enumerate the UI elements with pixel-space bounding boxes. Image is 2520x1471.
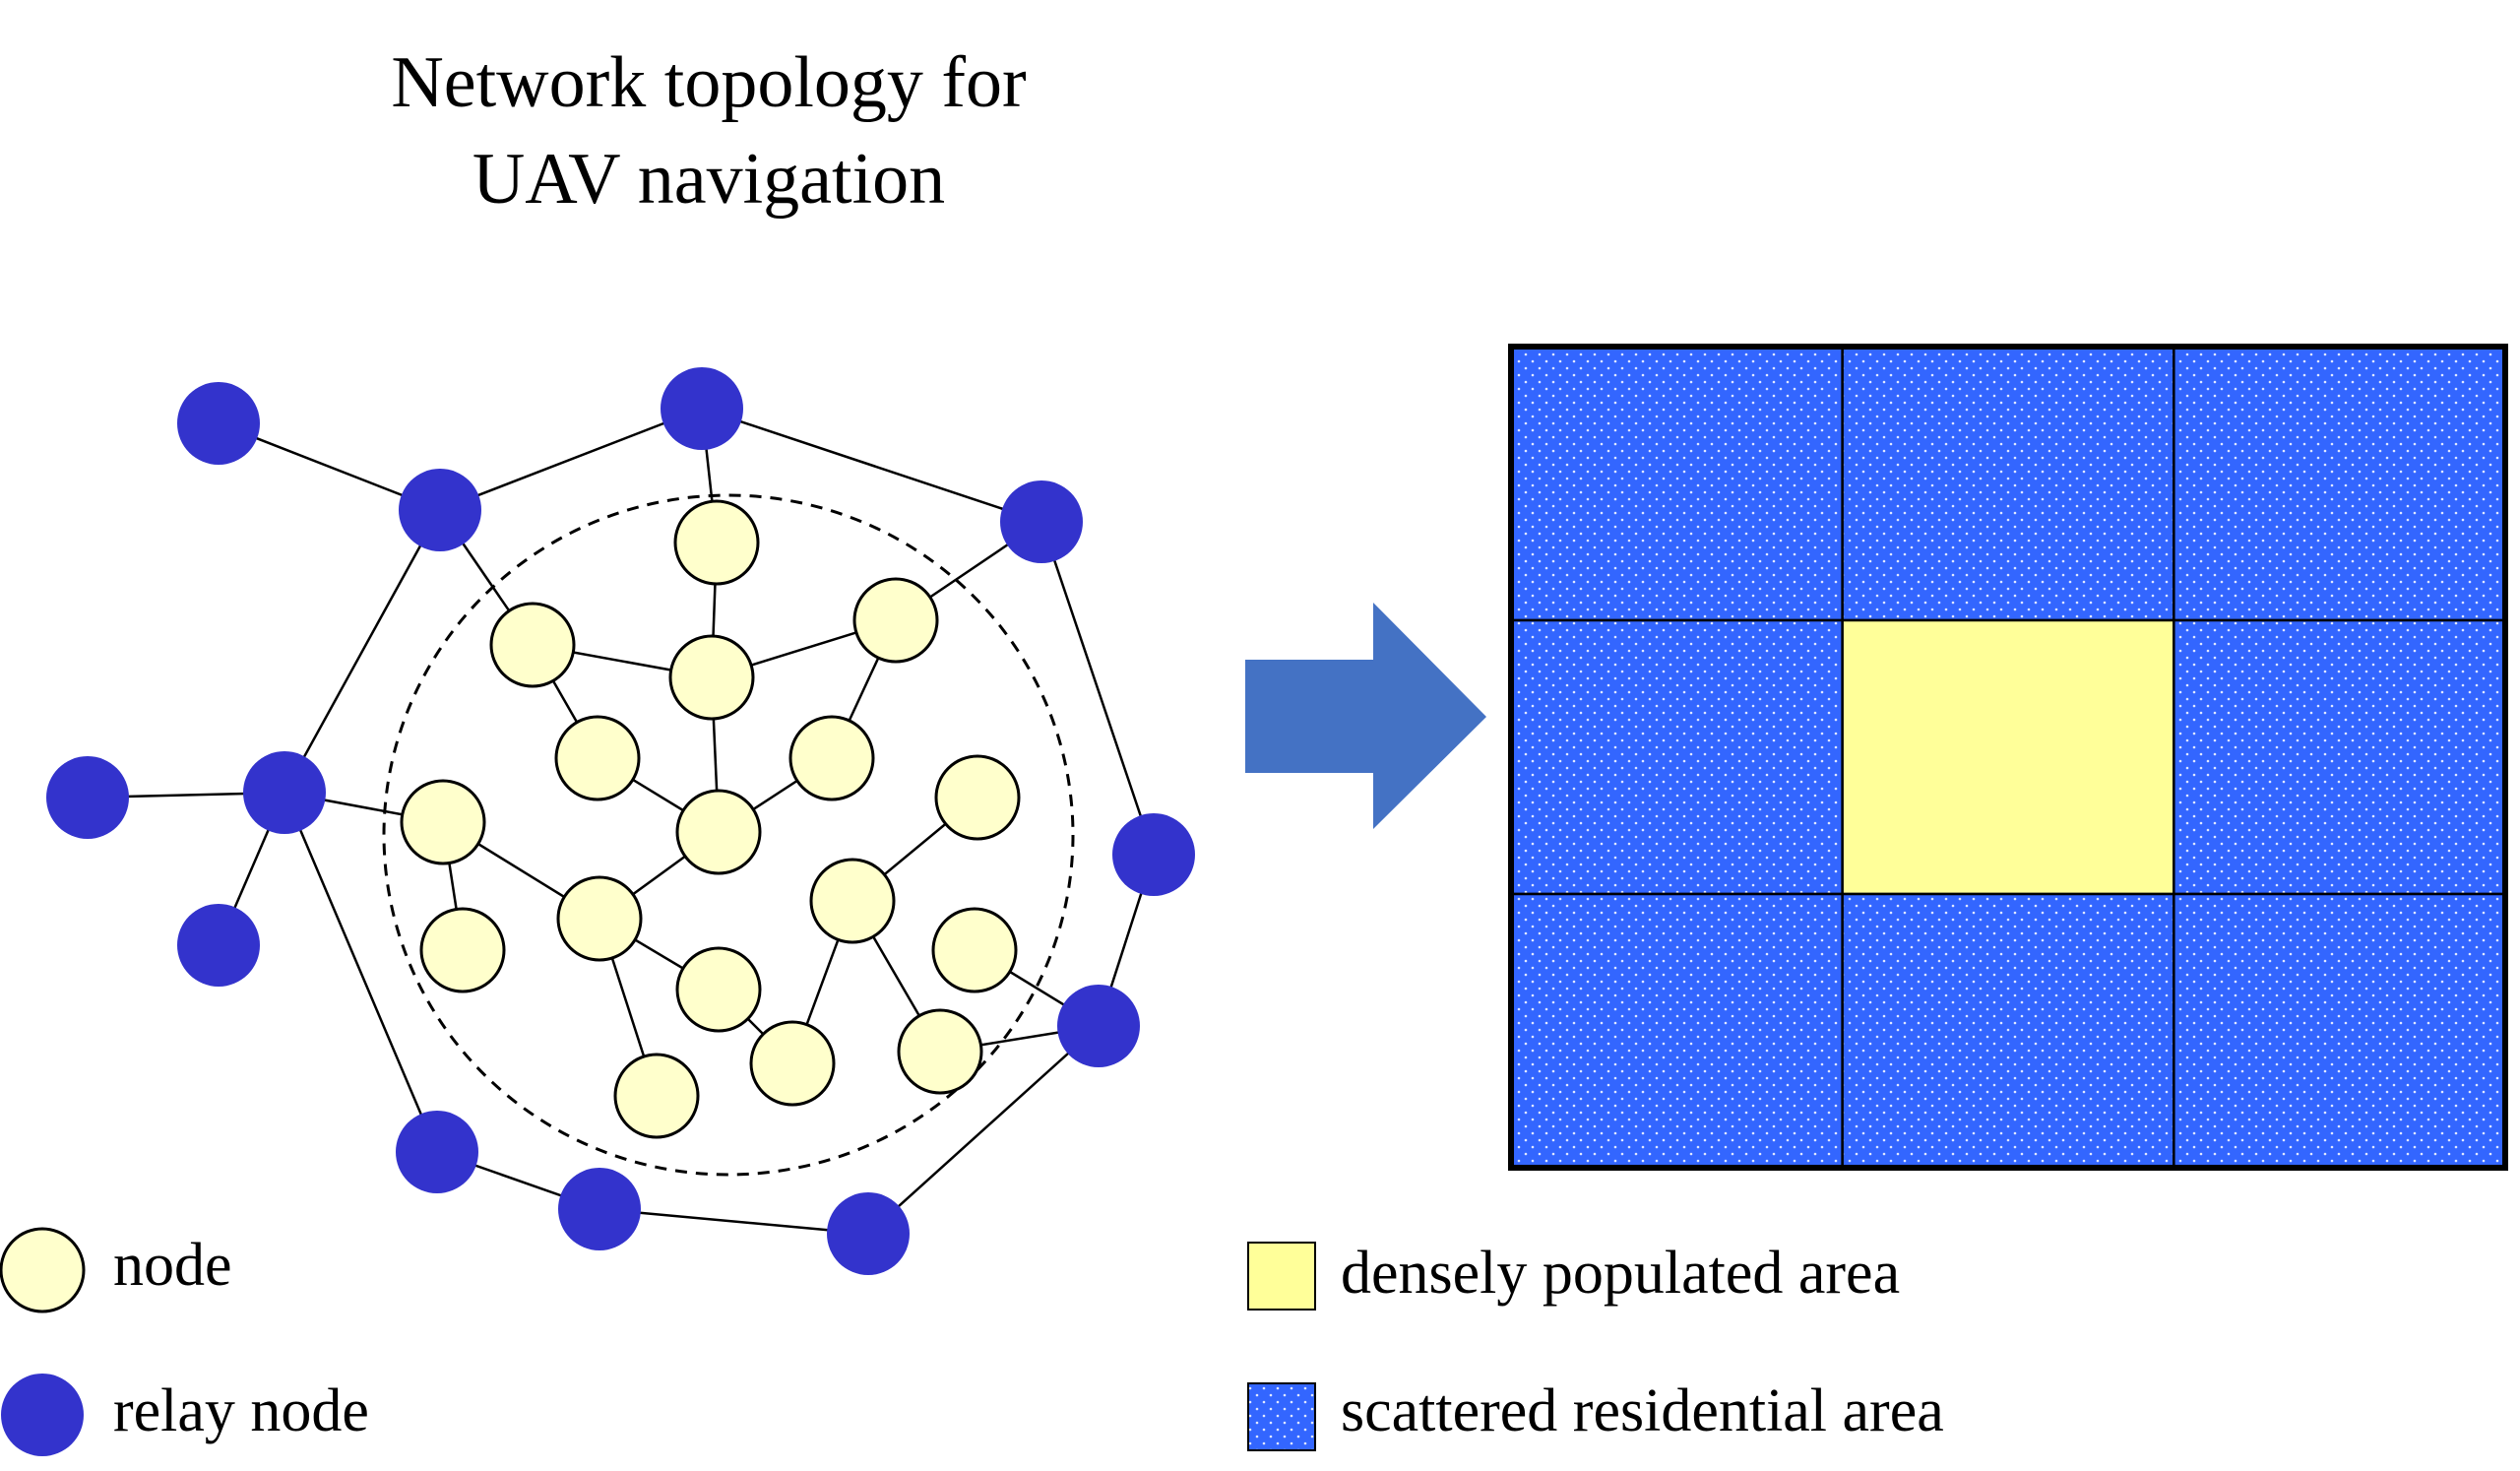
relay-node bbox=[827, 1192, 910, 1275]
network-edge bbox=[598, 1207, 869, 1236]
legend-dense-swatch bbox=[1247, 1242, 1316, 1311]
scattered-area-cell bbox=[1509, 618, 1844, 896]
coverage-boundary bbox=[382, 493, 1075, 1177]
scattered-area-cell bbox=[1509, 892, 1844, 1170]
scattered-area-cell bbox=[2173, 892, 2507, 1170]
legend-relay-node-label: relay node bbox=[113, 1377, 369, 1444]
network-topology bbox=[46, 367, 1195, 1275]
node bbox=[400, 779, 486, 865]
network-edge bbox=[439, 407, 703, 512]
node bbox=[554, 715, 641, 801]
relay-node bbox=[177, 382, 260, 465]
title-line-2: UAV navigation bbox=[472, 139, 946, 220]
relay-node bbox=[1000, 480, 1083, 563]
relay-node bbox=[1057, 985, 1140, 1067]
node bbox=[613, 1053, 700, 1139]
right-arrow-icon bbox=[1245, 603, 1486, 829]
legend-relay-node-icon bbox=[1, 1374, 84, 1456]
node bbox=[675, 789, 762, 875]
relay-node bbox=[558, 1168, 641, 1250]
node bbox=[673, 499, 760, 586]
node bbox=[852, 577, 939, 664]
legend-scattered-label: scattered residential area bbox=[1341, 1377, 1944, 1444]
relay-node bbox=[177, 904, 260, 987]
scattered-area-cell bbox=[1841, 345, 2175, 622]
relay-node bbox=[396, 1111, 478, 1193]
node bbox=[489, 602, 576, 688]
node bbox=[749, 1020, 836, 1107]
relay-node bbox=[661, 367, 743, 450]
network-edge bbox=[283, 792, 439, 1153]
dense-area-cell bbox=[1841, 618, 2175, 896]
area-grid-border bbox=[1508, 344, 2508, 1171]
title-line-1: Network topology for bbox=[391, 42, 1027, 123]
node bbox=[675, 946, 762, 1033]
network-edge bbox=[283, 509, 442, 794]
area-grid bbox=[1508, 344, 2508, 1171]
scattered-area-cell bbox=[1509, 345, 1844, 622]
node bbox=[556, 875, 643, 962]
relay-node bbox=[243, 751, 326, 834]
legend-dense-label: densely populated area bbox=[1341, 1240, 1901, 1307]
legend-node-icon bbox=[0, 1227, 86, 1313]
scattered-area-cell bbox=[2173, 618, 2507, 896]
relay-node bbox=[399, 469, 481, 551]
relay-node bbox=[46, 756, 129, 839]
legend-node-label: node bbox=[113, 1232, 232, 1299]
diagram-title: Network topology for UAV navigation bbox=[226, 34, 1191, 227]
scattered-area-cell bbox=[2173, 345, 2507, 622]
node bbox=[809, 858, 896, 944]
legend-scattered-swatch bbox=[1247, 1382, 1316, 1451]
node bbox=[788, 715, 875, 801]
node bbox=[897, 1008, 983, 1095]
node bbox=[931, 907, 1018, 993]
node bbox=[419, 907, 506, 993]
node bbox=[668, 634, 755, 721]
network-edge bbox=[1040, 521, 1156, 856]
relay-node bbox=[1112, 813, 1195, 896]
scattered-area-cell bbox=[1841, 892, 2175, 1170]
network-edge bbox=[701, 407, 1042, 524]
network-edge bbox=[867, 1025, 1100, 1235]
node bbox=[934, 754, 1021, 841]
network-nodes bbox=[46, 367, 1195, 1275]
